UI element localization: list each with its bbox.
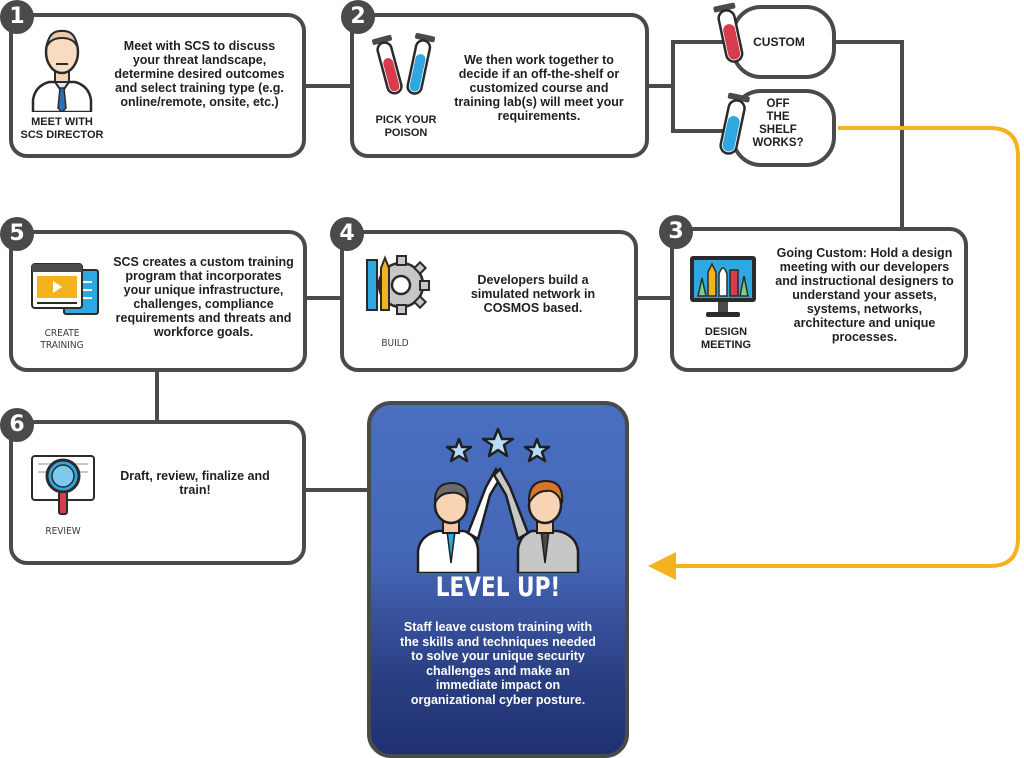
step-2-text: We then work together to decide if an of… bbox=[454, 53, 624, 123]
level-up-card: LEVEL UP! Staff leave custom training wi… bbox=[367, 401, 629, 758]
step-6-label: REVIEW bbox=[45, 526, 81, 537]
step-6-text: Draft, review, finalize and train! bbox=[120, 469, 270, 497]
off-the-shelf-option-label: OFF THE SHELF WORKS? bbox=[752, 98, 804, 149]
connector-1-2 bbox=[305, 84, 353, 88]
connector-bracket-top bbox=[671, 40, 733, 44]
step-5-text: SCS creates a custom training program th… bbox=[113, 255, 294, 339]
step-1-text: Meet with SCS to discuss your threat lan… bbox=[114, 39, 285, 109]
custom-option-card bbox=[731, 5, 836, 79]
step-2-card bbox=[350, 13, 649, 158]
connector-options-bracket bbox=[671, 40, 675, 133]
level-up-text: Staff leave custom training with the ski… bbox=[400, 620, 596, 707]
high-five-icon bbox=[416, 427, 580, 573]
gear-tools-icon bbox=[366, 255, 430, 315]
step-5-label: CREATE TRAINING bbox=[40, 328, 84, 351]
magnifier-document-icon bbox=[31, 455, 95, 515]
step-6-number: 6 bbox=[0, 408, 34, 442]
design-monitor-icon bbox=[690, 256, 756, 317]
step-1-number: 1 bbox=[0, 0, 34, 34]
step-1-label: MEET WITH SCS DIRECTOR bbox=[20, 116, 104, 141]
video-training-icon bbox=[31, 263, 99, 315]
blue-test-tube-icon bbox=[719, 92, 750, 155]
connector-2-options bbox=[647, 84, 671, 88]
level-up-title: LEVEL UP! bbox=[435, 572, 561, 603]
connector-5-6 bbox=[155, 371, 159, 423]
step-3-label: DESIGN MEETING bbox=[700, 326, 752, 351]
step-4-text: Developers build a simulated network in … bbox=[470, 273, 596, 315]
step-4-label: BUILD bbox=[381, 338, 409, 349]
test-tubes-icon bbox=[372, 32, 436, 95]
step-2-label: PICK YOUR POISON bbox=[375, 114, 437, 139]
red-test-tube-icon bbox=[713, 2, 744, 63]
step-3-text: Going Custom: Hold a design meeting with… bbox=[775, 246, 954, 344]
step-5-number: 5 bbox=[0, 217, 34, 251]
connector-6-levelup bbox=[304, 488, 370, 492]
step-4-number: 4 bbox=[330, 217, 364, 251]
connector-custom-down bbox=[900, 40, 904, 230]
connector-4-5 bbox=[305, 296, 343, 300]
custom-option-label: CUSTOM bbox=[753, 35, 805, 49]
connector-custom-right bbox=[834, 40, 904, 44]
connector-3-4 bbox=[636, 296, 672, 300]
businessman-icon bbox=[31, 29, 93, 112]
step-2-number: 2 bbox=[341, 0, 375, 34]
step-3-number: 3 bbox=[659, 215, 693, 249]
